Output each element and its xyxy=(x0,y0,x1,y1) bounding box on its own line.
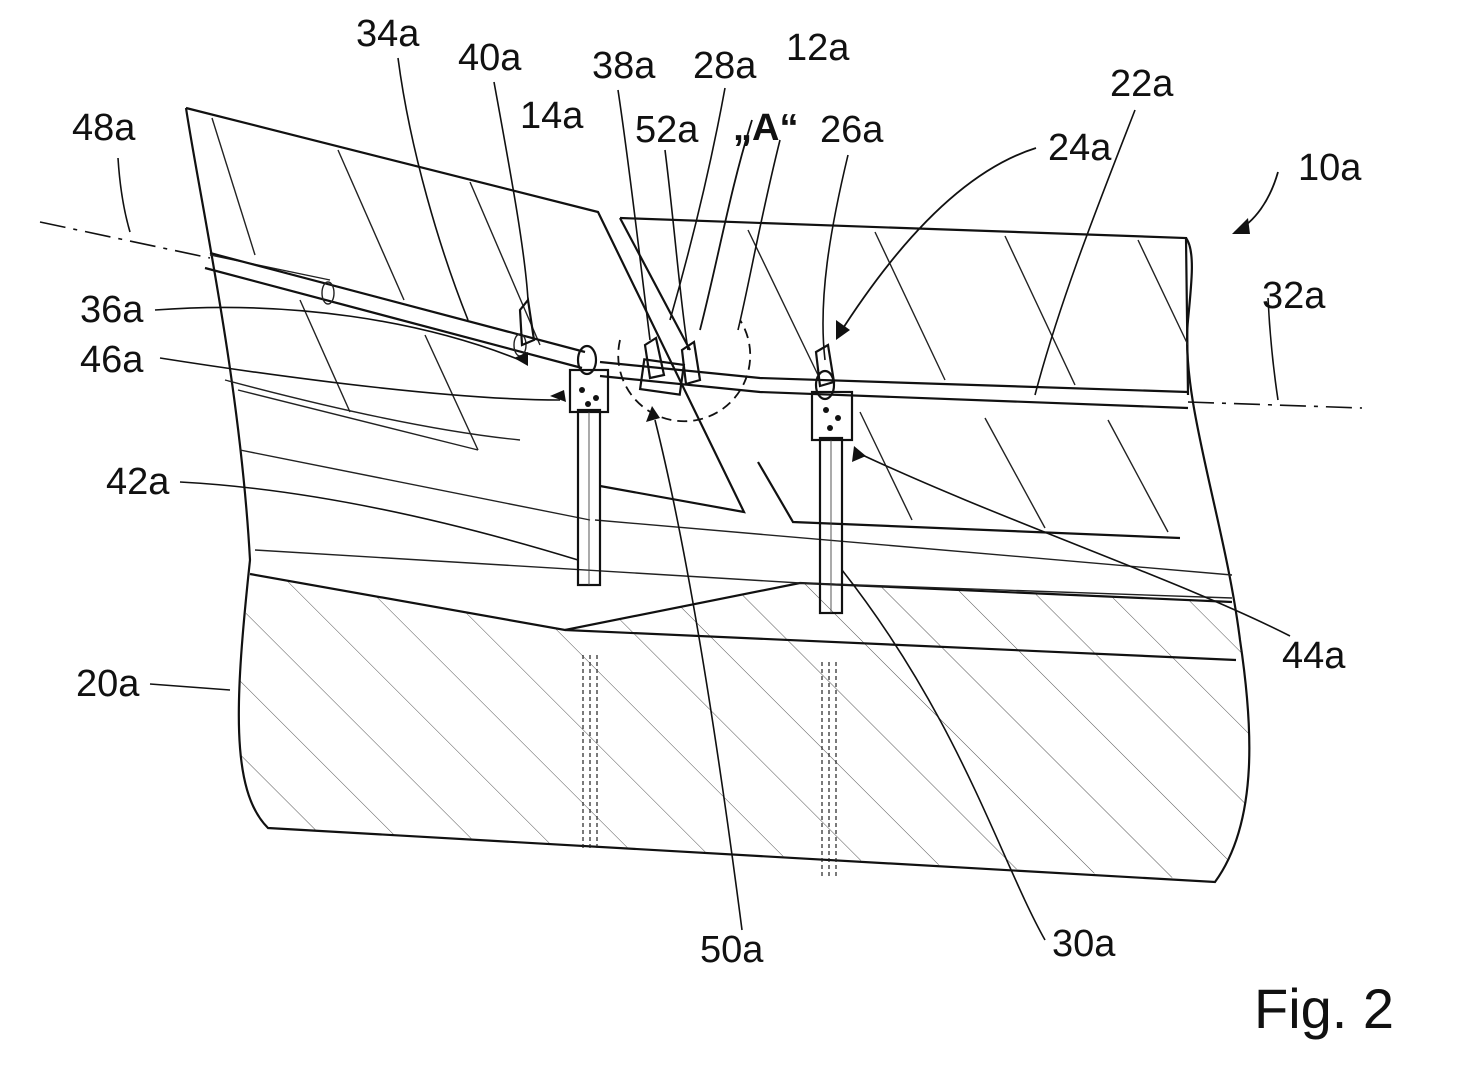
label-44a: 44a xyxy=(1282,635,1346,677)
label-38a: 38a xyxy=(592,45,656,87)
label-30a: 30a xyxy=(1052,923,1116,965)
label-22a: 22a xyxy=(1110,63,1174,105)
label-12a: 12a xyxy=(786,27,850,69)
label-10a: 10a xyxy=(1298,147,1362,189)
figure-caption: Fig. 2 xyxy=(1254,977,1394,1040)
label-48a: 48a xyxy=(72,107,136,149)
ground-section xyxy=(200,550,1280,900)
label-46a: 46a xyxy=(80,339,144,381)
label-52a: 52a xyxy=(635,109,699,151)
solar-module-14a xyxy=(186,108,744,512)
label-36a: 36a xyxy=(80,289,144,331)
label-34a: 34a xyxy=(356,13,420,55)
label-20a: 20a xyxy=(76,663,140,705)
label-28a: 28a xyxy=(693,45,757,87)
reference-arrows xyxy=(700,120,1278,336)
arrow-heads xyxy=(514,218,1250,462)
label-26a: 26a xyxy=(820,109,884,151)
label-a: „A“ xyxy=(733,107,798,149)
label-42a: 42a xyxy=(106,461,170,503)
rotation-axis-32a xyxy=(1188,402,1362,408)
label-50a: 50a xyxy=(700,929,764,971)
label-32a: 32a xyxy=(1262,275,1326,317)
solar-module-12a xyxy=(620,218,1188,538)
label-24a: 24a xyxy=(1048,127,1112,169)
label-40a: 40a xyxy=(458,37,522,79)
label-14a: 14a xyxy=(520,95,584,137)
rotation-axis-48a xyxy=(40,222,210,258)
